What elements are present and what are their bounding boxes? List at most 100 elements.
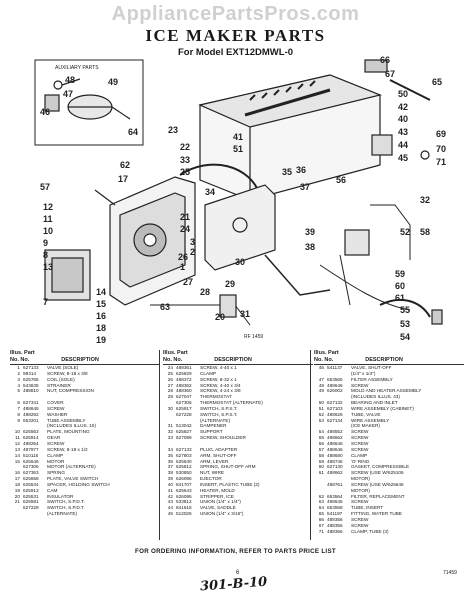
part-description: SCREW (351, 382, 369, 388)
column-divider (159, 350, 160, 540)
part-number: 488254 (23, 440, 39, 446)
part-description: COIL (SOLE) (47, 376, 75, 382)
part-description: EJECTOR (200, 476, 222, 482)
part-description: SCREW (351, 429, 369, 435)
part-description: SUPPORT (200, 429, 223, 435)
part-description: SCREW (351, 516, 369, 522)
callout-16: 16 (96, 311, 106, 321)
callout-59: 59 (395, 269, 405, 279)
part-description: MOTOR (ALTERNATE) (47, 464, 96, 470)
callout-69: 69 (436, 129, 446, 139)
handwritten-note: 301-B-10 (199, 574, 268, 595)
part-description: CLAMP (200, 370, 217, 376)
part-description: SWITCH, S.P.S.T. (200, 411, 238, 417)
callout-29: 29 (225, 279, 235, 289)
part-number: 541137 (327, 365, 343, 370)
illus-number: 3 (17, 376, 20, 382)
illus-number: 49 (318, 388, 324, 394)
illus-number: 4 (17, 382, 20, 388)
illus-number: 11 (15, 435, 20, 441)
callout-66: 66 (380, 55, 390, 65)
part-description: SCREW (47, 440, 65, 446)
part-number: 653564 (327, 493, 343, 499)
illus-number: 54 (318, 429, 324, 435)
part-description: WIRE ASSEMBLY (CABINET) (351, 405, 414, 411)
part-description: (INCLUDES ILLUS. 43) (351, 394, 400, 400)
part-description: (ICE MAKER) (351, 423, 380, 429)
illus-number: 43 (167, 499, 173, 505)
page-number: 6 (236, 570, 240, 576)
callout-43: 43 (398, 127, 408, 137)
part-description: SCREW, 4-40 x 1 (200, 365, 237, 370)
part-number: 626002 (327, 388, 343, 394)
illus-number: 13 (14, 446, 20, 452)
part-description: TUBE, INSERT (351, 505, 384, 511)
callout-48: 48 (65, 75, 75, 85)
part-number: 513042 (176, 423, 192, 429)
part-description: SCREW (351, 435, 369, 441)
callout-44: 44 (398, 140, 408, 150)
callout-32: 32 (420, 195, 430, 205)
callout-34: 34 (205, 187, 215, 197)
illus-number: 37 (167, 464, 173, 470)
part-description: INSERT, PLASTIC TUBE (2) (200, 481, 260, 487)
part-description: SCREW (USE W/625646 (351, 481, 404, 487)
part-number: 625534 (23, 481, 39, 487)
watermark: AppliancePartsPros.com (111, 3, 360, 25)
part-number: 653201 (23, 417, 39, 423)
callout-26: 26 (178, 252, 188, 262)
part-description: FILTER, REPLACEMENT (351, 493, 405, 499)
illus-number: 51 (318, 405, 324, 411)
part-number: 627103 (327, 405, 343, 411)
callout-10: 10 (43, 226, 53, 236)
part-description: FITTING, WATER TUBE (351, 511, 402, 517)
illus-number: 62 (318, 493, 324, 499)
illus-number: 17 (14, 476, 20, 482)
part-number: 488646 (327, 440, 343, 446)
part-description: GASKET, COMPRESSIBLE (351, 464, 410, 470)
callout-63: 63 (160, 302, 170, 312)
column-divider (310, 350, 311, 540)
callout-12: 12 (43, 202, 53, 212)
callout-20: 20 (215, 312, 225, 322)
part-number: 625563 (23, 429, 39, 435)
part-description: SCREW (USE W/625106 (351, 470, 404, 476)
illus-number: 60 (318, 464, 324, 470)
part-number: 625914 (23, 435, 39, 441)
part-description: (INCLUDES ILLUS. 10) (47, 423, 96, 429)
part-description: SWITCH, S.P.D.T. (47, 499, 85, 505)
illus-number: 9 (17, 417, 20, 423)
illus-number: 2 (17, 370, 20, 376)
part-number: 488645 (23, 405, 39, 411)
illus-number: 30 (167, 405, 173, 411)
part-description: (ALTERNATE) (200, 417, 231, 423)
part-description: TUBE, VALVE (351, 411, 381, 417)
part-description: SCREW (351, 446, 369, 452)
